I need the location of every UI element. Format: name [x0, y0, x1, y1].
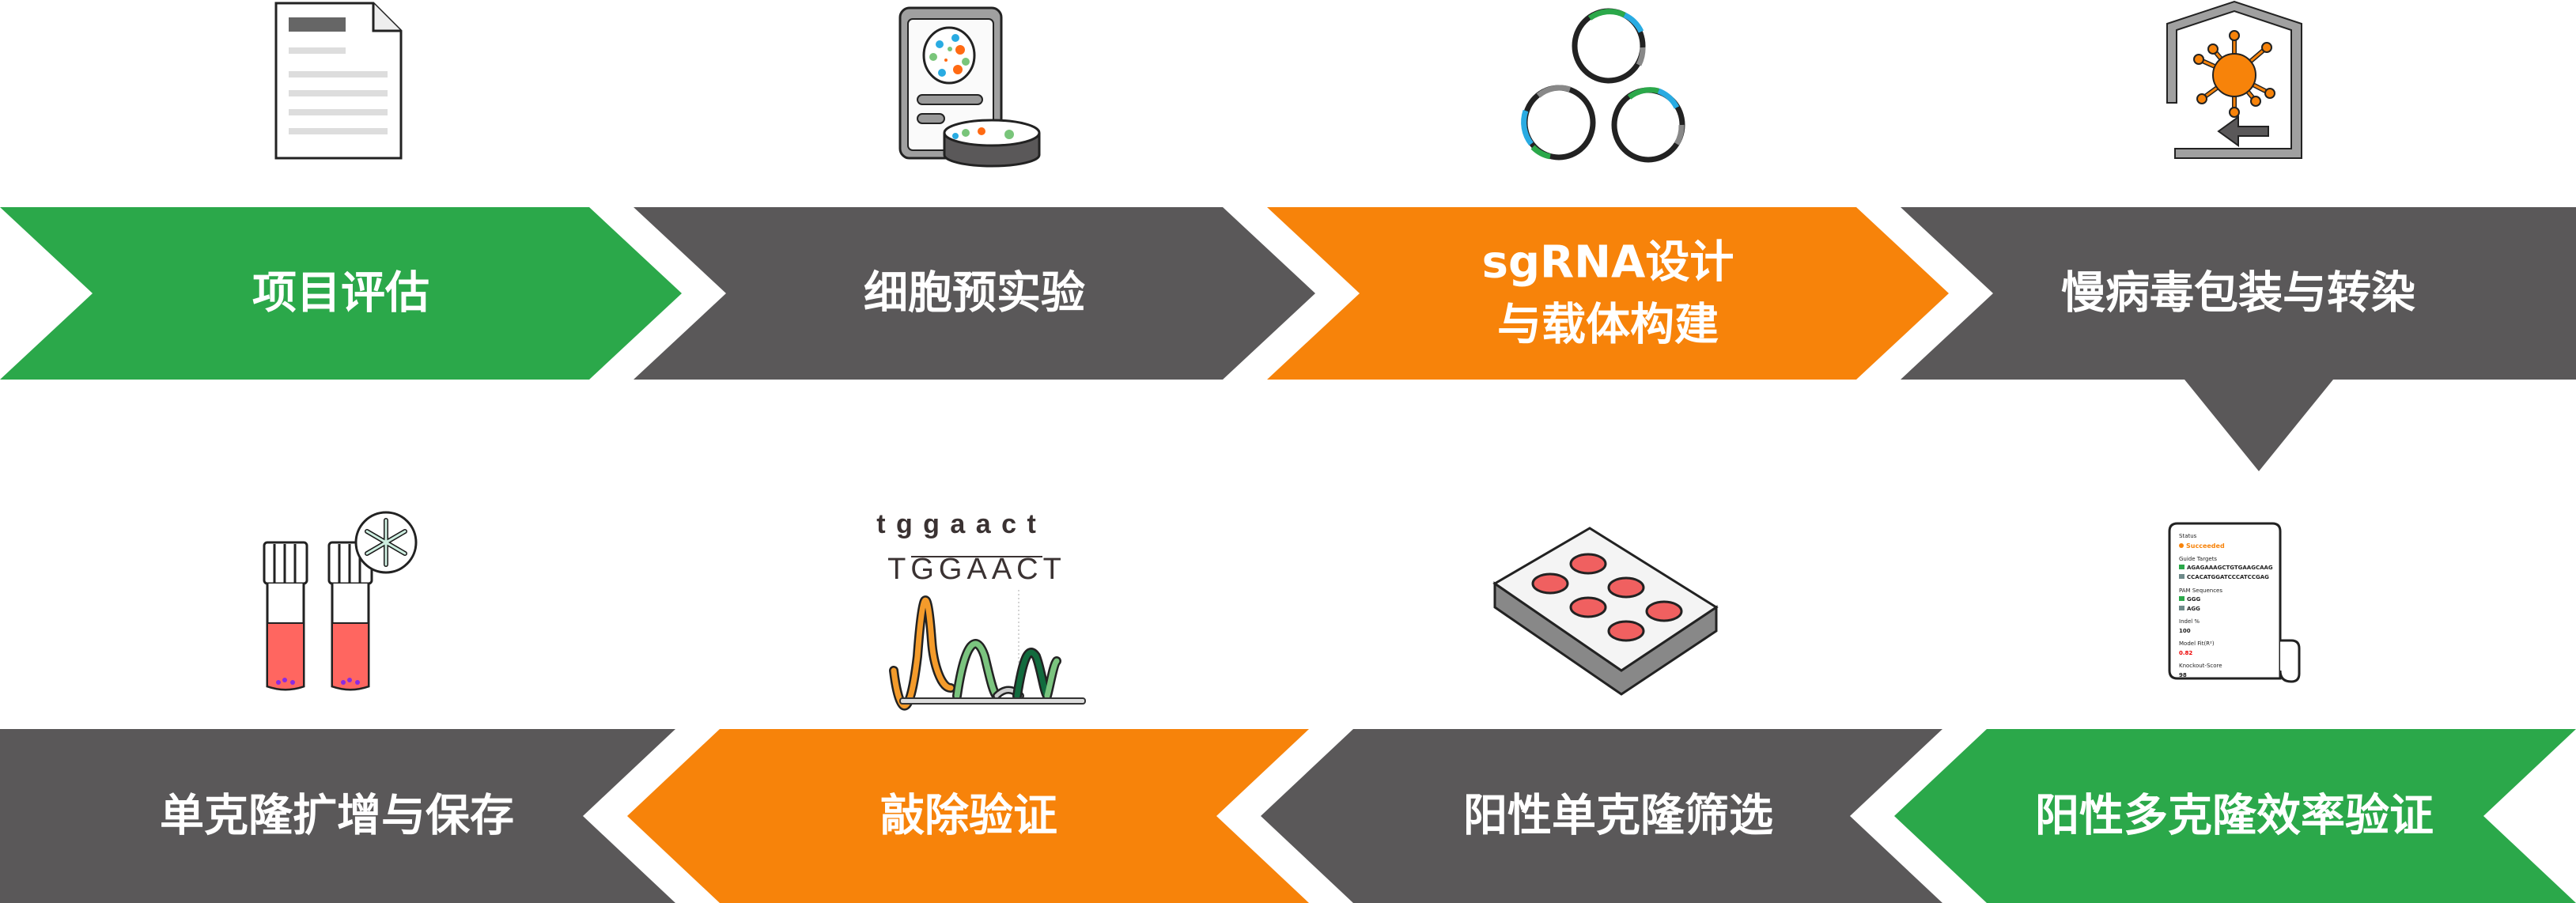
- report-status-label: Status: [2179, 533, 2197, 539]
- step-label: 阳性单克隆筛选: [1463, 791, 1773, 842]
- report-indel-value: 100: [2179, 628, 2191, 634]
- step-arrow-lentivirus: [1901, 207, 2576, 471]
- report-ko-value: 98: [2179, 672, 2187, 678]
- step-label: 项目评估: [252, 268, 429, 319]
- cell-culture-icon: [898, 6, 1041, 168]
- report-status-value: Succeeded: [2186, 542, 2225, 550]
- step-arrow-sgrna-design: [1267, 207, 1949, 380]
- step-label: 慢病毒包装与转染: [2061, 268, 2415, 319]
- vial: [263, 541, 308, 691]
- document-icon: [274, 2, 403, 160]
- report-guide-1: AGAGAAAGCTGTGAAGCAAG: [2187, 565, 2273, 571]
- report-model-label: Model Fit(R²): [2179, 640, 2215, 647]
- plasmid-icon: [1521, 8, 1685, 163]
- report-pam-2: AGG: [2187, 606, 2200, 612]
- step-label: 敲除验证: [880, 791, 1057, 842]
- chromatogram-icon: t g g a a c t TGGAACT: [876, 509, 1086, 711]
- step-arrow-expansion-storage: [0, 729, 675, 903]
- lentivirus-icon: [2166, 0, 2302, 159]
- step-arrow-knockout-validation: [627, 729, 1309, 903]
- well-plate-icon: [1492, 527, 1719, 696]
- step-label: 细胞预实验: [864, 268, 1085, 319]
- step-arrow-polyclonal-validation: [1894, 729, 2576, 903]
- report-model-value: 0.82: [2179, 650, 2192, 656]
- step-label: 与载体构建: [1497, 300, 1719, 351]
- report-indel-label: Indel %: [2179, 618, 2200, 625]
- report-guide-label: Guide Targets: [2179, 556, 2217, 562]
- report-ko-label: Knockout-Score: [2179, 663, 2222, 669]
- read-sequence: TGGAACT: [887, 553, 1066, 586]
- step-label: 单克隆扩增与保存: [160, 791, 514, 842]
- step-label: 阳性多克隆效率验证: [2035, 791, 2434, 842]
- report-pam-1: GGG: [2187, 596, 2200, 603]
- report-icon: Status Succeeded Guide Targets AGAGAAAGC…: [2168, 522, 2301, 683]
- step-label: sgRNA设计: [1482, 237, 1734, 289]
- reference-sequence: t g g a a c t: [876, 509, 1038, 539]
- report-guide-2: CCACATGGATCCCATCCGAG: [2187, 574, 2269, 580]
- step-arrow-cell-pre-experiment: [634, 207, 1315, 380]
- report-pam-label: PAM Sequences: [2179, 588, 2222, 594]
- cryovial-icon: [263, 511, 418, 691]
- step-arrow-monoclonal-screening: [1261, 729, 1942, 903]
- step-arrow-project-evaluation: [0, 207, 682, 380]
